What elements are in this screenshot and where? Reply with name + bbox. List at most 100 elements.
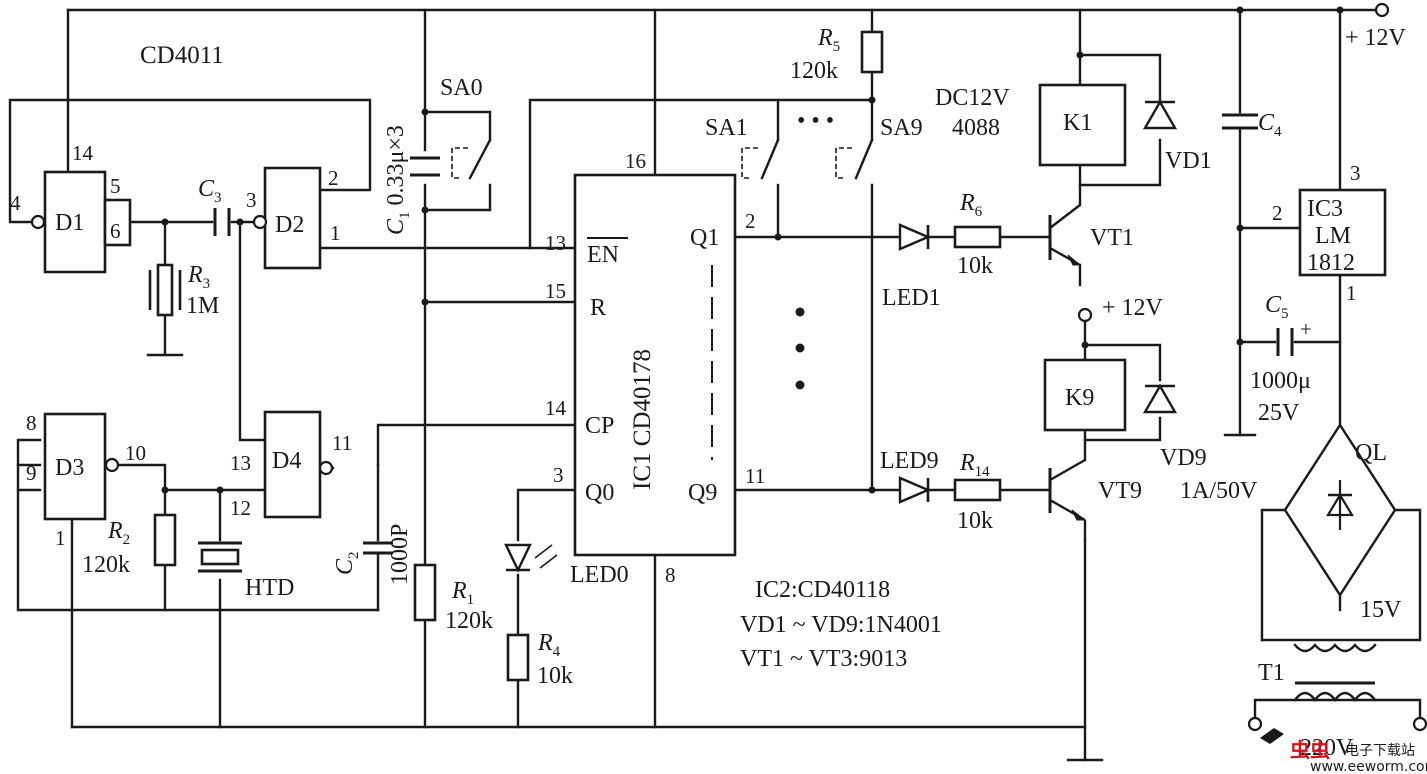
note-ic2: IC2:CD40118: [755, 577, 890, 603]
c5-sub: 5: [1281, 306, 1289, 322]
resistor-r1: [413, 563, 437, 622]
r4-name: R: [537, 630, 553, 656]
pin-label: 14: [72, 141, 94, 165]
r2-name: R: [107, 518, 123, 544]
watermark-url: www.eeworm.com: [1310, 759, 1427, 774]
ic3-label-2: LM: [1315, 223, 1351, 249]
ic1-en-label: EN: [587, 242, 619, 268]
labels: CD4011 4 14 5 6 3 2 1 8 9 10 1 13 12 11 …: [10, 25, 1407, 761]
note-vt: VT1 ~ VT3:9013: [740, 646, 907, 672]
gate-d2-label: D2: [275, 212, 304, 238]
r14-name: R: [959, 450, 975, 476]
voltage-220v-label: 220V: [1300, 735, 1354, 761]
transistors: [1048, 204, 1087, 540]
c2-value: 1000P: [387, 524, 413, 585]
ic3-label-3: 1812: [1307, 250, 1355, 276]
svg-text:C3: C3: [198, 176, 222, 206]
watermark-site: 电子下载站: [1345, 743, 1415, 759]
switch-dots: • • •: [797, 108, 834, 134]
resistor-r3: [148, 263, 182, 317]
r5-name: R: [817, 25, 833, 51]
transformer-t1-label: T1: [1258, 660, 1285, 686]
svg-text:R4: R4: [537, 630, 561, 660]
pin-label: 9: [26, 461, 37, 485]
pin-label: 10: [125, 441, 146, 465]
r2-value: 120k: [82, 552, 130, 578]
ic3-regulator: IC3 LM 1812: [1298, 188, 1387, 277]
pin-label: 2: [1272, 201, 1283, 225]
pin-label: 14: [545, 396, 567, 420]
capacitors: [198, 113, 1294, 573]
c1-sub: 1: [397, 211, 413, 219]
switch-sa0-label: SA0: [440, 75, 483, 101]
pin-label: 1: [1346, 281, 1357, 305]
ic1-r-label: R: [590, 295, 606, 321]
pin-label: 4: [10, 191, 21, 215]
r1-value: 120k: [445, 608, 493, 634]
leds: [504, 99, 1178, 573]
gate-d3-label: D3: [55, 455, 84, 481]
ic1-cp-label: CP: [585, 413, 614, 439]
svg-text:R1: R1: [451, 578, 474, 608]
relay-spec-1: DC12V: [935, 85, 1010, 111]
r6-value: 10k: [957, 253, 993, 279]
r3-sub: 3: [203, 276, 211, 292]
bridge-rectifier: [1283, 422, 1397, 598]
svg-text:R2: R2: [107, 518, 130, 548]
ic1-q0-label: Q0: [585, 480, 614, 506]
switch-sa9-label: SA9: [880, 115, 923, 141]
c1-name: C: [383, 218, 409, 235]
buzzer-htd-label: HTD: [245, 575, 294, 601]
pin-label: 3: [246, 188, 257, 212]
svg-text:C10.33μ×3: C10.33μ×3: [383, 125, 413, 235]
gate-d3: D3: [43, 412, 120, 521]
ic1-name: IC1 CD40178: [629, 349, 656, 490]
pin-label: 6: [110, 219, 121, 243]
resistor-r6: [953, 225, 1002, 249]
voltage-15v-label: 15V: [1360, 597, 1402, 623]
ellipsis-dot: [795, 307, 805, 317]
pin-label: 11: [745, 464, 765, 488]
resistor-r4: [506, 633, 530, 682]
svg-text:C2: C2: [332, 551, 362, 575]
pin-label: 1: [330, 221, 341, 245]
relay-spec-2: 4088: [952, 115, 1000, 141]
led9-label: LED9: [880, 448, 939, 474]
gate-d4-label: D4: [272, 448, 301, 474]
c3-sub: 3: [214, 190, 222, 206]
svg-text:C5: C5: [1265, 292, 1289, 322]
svg-text:R5: R5: [817, 25, 840, 55]
r14-sub: 14: [975, 464, 991, 480]
c5-value-2: 25V: [1258, 400, 1300, 426]
r4-value: 10k: [537, 663, 573, 689]
c3-name: C: [198, 176, 215, 202]
pin-label: 15: [545, 279, 566, 303]
pin-label: 2: [745, 209, 756, 233]
r5-value: 120k: [790, 58, 838, 84]
resistor-r14: [953, 478, 1002, 502]
vd9-label: VD9: [1160, 445, 1207, 471]
pin-label: 16: [625, 149, 646, 173]
resistor-r5: [860, 30, 884, 74]
vt9-label: VT9: [1098, 478, 1142, 504]
pin-label: 8: [665, 563, 676, 587]
c4-sub: 4: [1274, 124, 1282, 140]
c2-name: C: [332, 558, 358, 575]
relay-k1-label: K1: [1063, 110, 1092, 136]
pin-label: 11: [332, 431, 352, 455]
vcc-mid-label: + 12V: [1102, 295, 1164, 321]
switch-sa1-label: SA1: [705, 115, 748, 141]
r3-value: 1M: [186, 293, 219, 319]
junctions: [161, 6, 1344, 494]
pin-label: 13: [545, 231, 566, 255]
svg-text:R6: R6: [959, 190, 983, 220]
r14-value: 10k: [957, 508, 993, 534]
ellipsis-dot: [795, 343, 805, 353]
led1-label: LED1: [882, 285, 941, 311]
r6-sub: 6: [975, 204, 983, 220]
gate-d2: D2: [252, 166, 322, 270]
watermark: 虫虫 电子下载站 www.eeworm.com: [1260, 728, 1427, 774]
nand-chip-label: CD4011: [140, 42, 224, 69]
pin-label: 5: [110, 174, 121, 198]
gate-d4: D4: [263, 410, 334, 519]
